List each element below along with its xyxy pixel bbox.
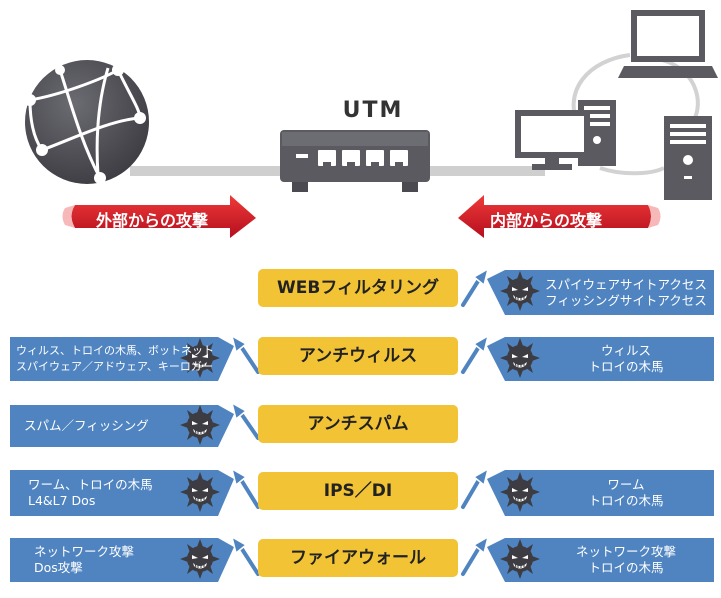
globe-icon — [24, 60, 149, 184]
threat-right-web: スパイウェアサイトアクセス フィッシングサイトアクセス — [545, 276, 707, 308]
threat-band-right-2 — [487, 337, 714, 381]
laptop-icon — [618, 10, 718, 78]
tower-server-icon — [664, 116, 712, 200]
feature-firewall: ファイアウォール — [258, 539, 458, 577]
threat-right-firewall: ネットワーク攻撃 トロイの木馬 — [575, 544, 676, 575]
internal-attack-arrow — [458, 195, 661, 238]
internal-attack-label: 内部からの攻撃 — [490, 211, 603, 230]
router-icon — [280, 130, 430, 192]
threat-left-firewall: ネットワーク攻撃 Dos攻撃 — [34, 544, 135, 575]
threat-left-ips: ワーム、トロイの木馬 L4&L7 Dos — [28, 477, 153, 508]
feature-antispam: アンチスパム — [258, 405, 458, 443]
feature-ips-di: IPS／DI — [258, 472, 458, 510]
threat-left-antivirus: ウィルス、トロイの木馬、ボットネット スパイウェア／アドウェア、キーロガー — [16, 344, 214, 373]
connection-line-right — [430, 166, 545, 176]
external-attack-arrow — [62, 195, 256, 238]
threat-right-antivirus: ウィルス トロイの木馬 — [588, 343, 664, 374]
threat-band-left-2 — [10, 337, 234, 381]
threat-band-right-4 — [487, 470, 714, 516]
desktop-pc-icon — [515, 100, 616, 170]
threat-band-left-5 — [10, 538, 234, 582]
feature-web-filtering: WEBフィルタリング — [258, 269, 458, 307]
external-attack-label: 外部からの攻撃 — [96, 211, 209, 230]
threat-band-right-1 — [487, 270, 714, 315]
threat-right-ips: ワーム トロイの木馬 — [588, 477, 664, 508]
threat-band-left-4 — [10, 470, 234, 516]
feature-antivirus: アンチウィルス — [258, 337, 458, 375]
threat-band-right-5 — [487, 538, 714, 582]
utm-title: UTM — [342, 98, 404, 123]
connection-line-left — [130, 166, 280, 176]
threat-left-antispam: スパム／フィッシング — [24, 418, 149, 433]
threat-band-left-3 — [10, 405, 234, 447]
